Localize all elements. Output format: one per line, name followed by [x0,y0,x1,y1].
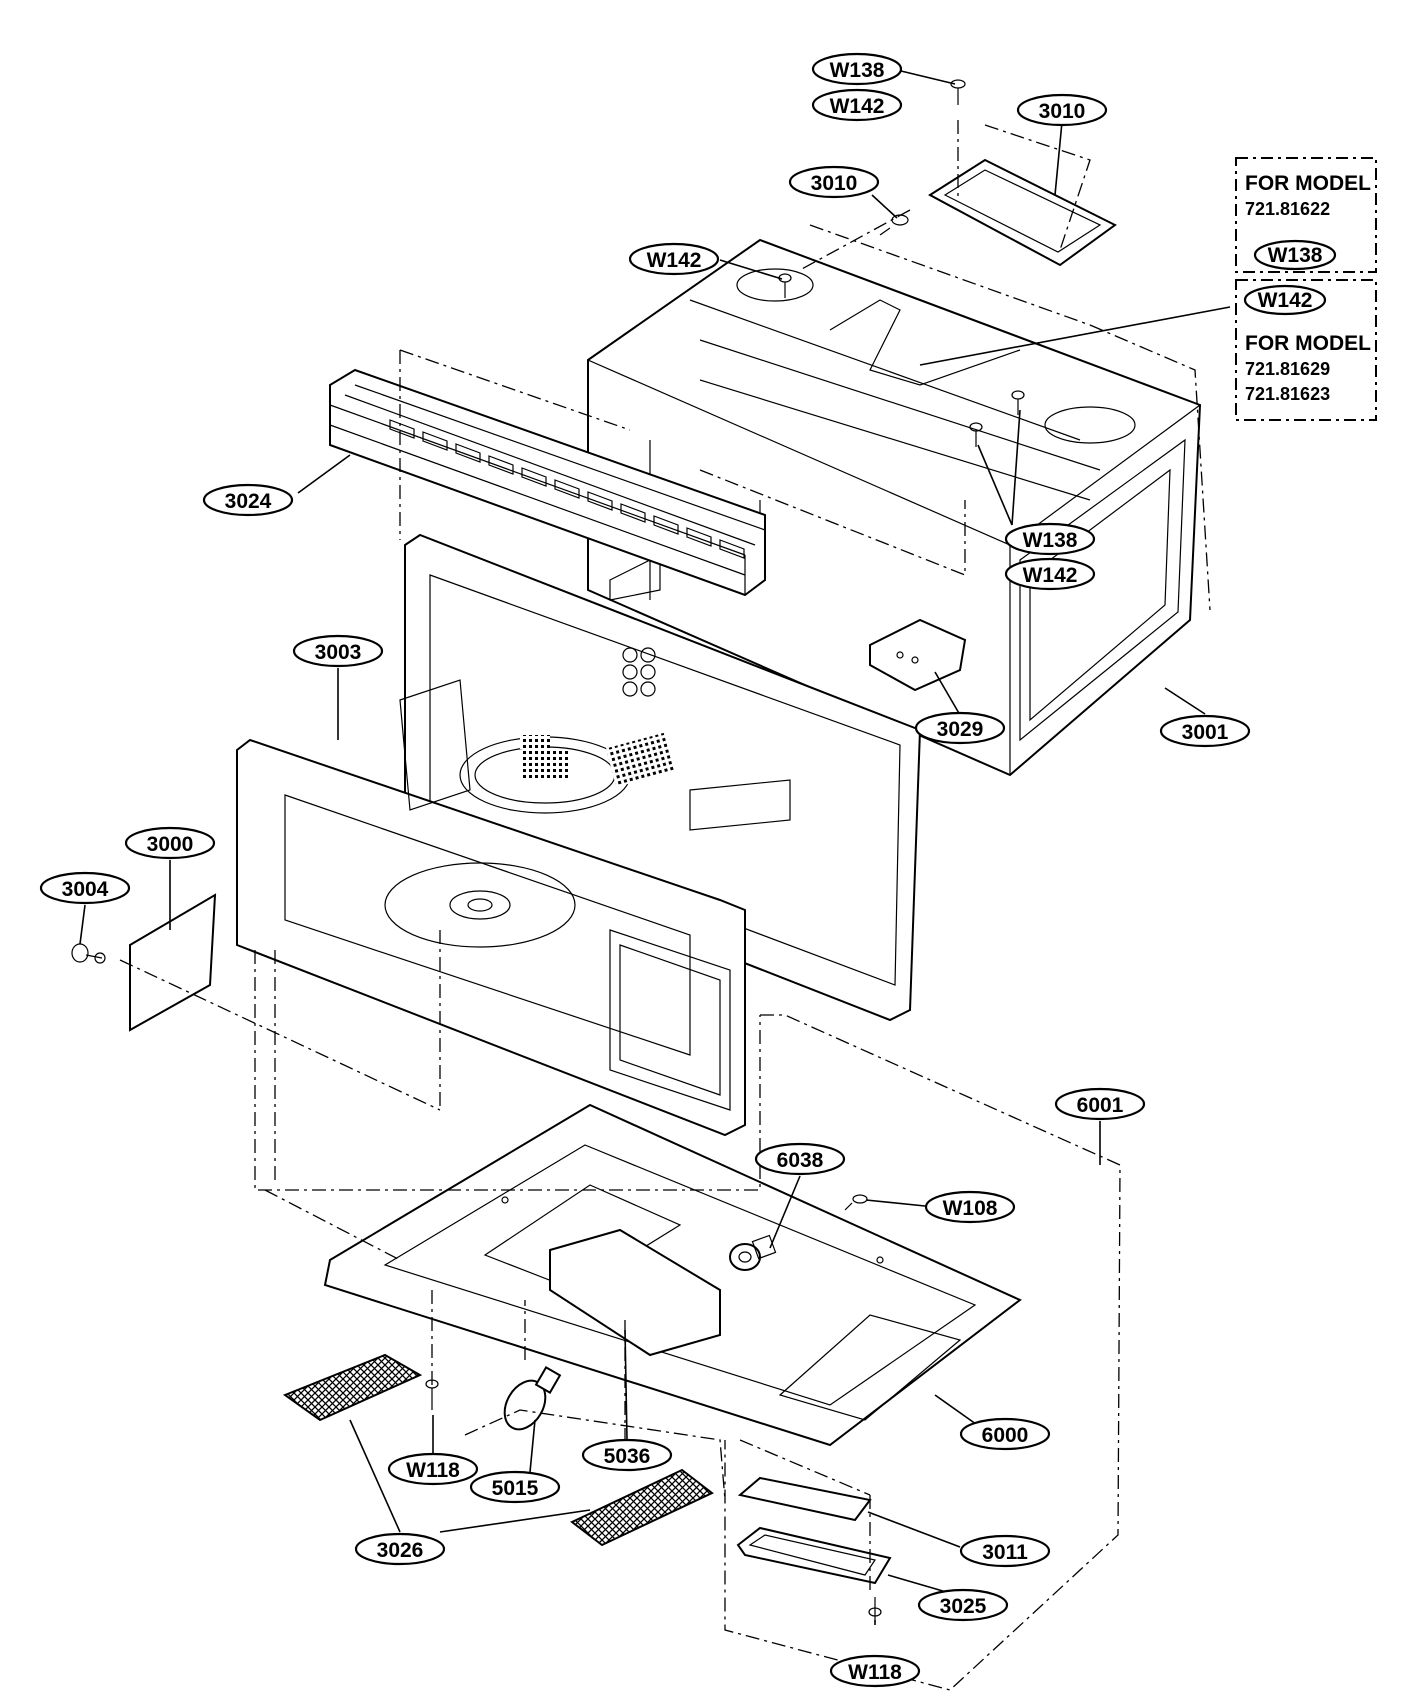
callout-text: 3003 [315,641,362,664]
callout-text: W142 [647,249,702,272]
screw-w138-top [950,79,966,105]
callout-w118-left[interactable]: W118 [387,1452,479,1486]
callout-w142-mid[interactable]: W142 [628,242,720,276]
callout-labels: W138 W142 3010 3010 W142 3024 W138 W142 [39,52,1251,1688]
callout-text: W138 [1023,529,1078,552]
callout-3010-a[interactable]: 3010 [1016,93,1108,127]
control-buttons-cluster [622,647,656,697]
callout-6000[interactable]: 6000 [959,1417,1051,1451]
callout-text: 3010 [811,172,858,195]
callout-text: 3011 [982,1541,1028,1564]
callout-text: 3025 [940,1595,987,1618]
vent-grille-3024 [329,368,766,597]
callout-text: 3029 [937,718,984,741]
grille-slot [620,503,646,523]
note-part-callout[interactable]: W138 [1253,239,1337,271]
grease-filters-3026 [282,1353,714,1547]
callout-text: W138 [830,59,885,82]
callout-3025[interactable]: 3025 [917,1588,1009,1622]
note-title: FOR MODEL [1245,332,1371,355]
grille-slot [686,527,712,547]
callout-text: W142 [1023,564,1078,587]
callout-text: W108 [943,1197,998,1220]
screw-w138-right [1011,390,1025,415]
callout-3004[interactable]: 3004 [39,871,131,905]
grille-slot [422,431,448,451]
grille-slot [719,539,745,559]
grille-slot [653,515,679,535]
screw-w138-right-b [969,422,983,447]
cover-panel-3000 [129,893,217,1032]
callout-text: 5015 [492,1477,539,1500]
lamp-lens-3011 [737,1476,872,1522]
model-note-b: W142 FOR MODEL 721.81629 721.81623 [1235,279,1377,421]
callout-5015[interactable]: 5015 [469,1470,561,1504]
grille-slot [521,467,547,487]
note-model: 721.81622 [1245,199,1330,219]
callout-text: 3010 [1039,100,1086,123]
callout-text: W142 [830,95,885,118]
callout-6038[interactable]: 6038 [754,1142,846,1176]
callout-3003[interactable]: 3003 [292,634,384,668]
callout-3029[interactable]: 3029 [914,711,1006,745]
callout-w118-bottom[interactable]: W118 [829,1654,921,1688]
callout-text: 6001 [1077,1094,1124,1117]
callout-w138-top[interactable]: W138 [811,52,903,86]
callout-6001[interactable]: 6001 [1054,1087,1146,1121]
callout-3001[interactable]: 3001 [1159,714,1251,748]
assembly-dash-lines [119,120,1211,1691]
lamp-bulb-5015 [503,1365,562,1431]
callout-text: 3024 [225,490,272,513]
screw-w108 [844,1194,868,1211]
callout-3024[interactable]: 3024 [202,483,294,517]
callout-text: W142 [1258,289,1313,312]
grille-slot [488,455,514,475]
grille-slot [554,479,580,499]
callout-text: 6038 [777,1149,824,1172]
callout-w142-right[interactable]: W142 [1004,557,1096,591]
lamp-cover-3025 [736,1526,892,1585]
callout-text: 3004 [62,878,109,901]
callout-text: 3026 [377,1539,424,1562]
callout-3011[interactable]: 3011 [959,1534,1051,1568]
thermostat-6038 [729,1234,777,1271]
oven-cavity-3003 [236,533,922,1137]
note-model: 721.81623 [1245,384,1330,404]
screw-3004 [71,943,106,964]
mounting-bracket-3029 [869,618,967,692]
callout-text: 6000 [982,1424,1029,1447]
callout-text: W118 [848,1661,902,1684]
grille-slot [455,443,481,463]
callout-w142-top[interactable]: W142 [811,88,903,122]
screw-w118-bottom [868,1597,882,1622]
callout-3010-b[interactable]: 3010 [788,165,880,199]
callout-3000[interactable]: 3000 [124,826,216,860]
callout-text: W118 [406,1459,460,1482]
callout-5036[interactable]: 5036 [581,1438,673,1472]
top-plate-3010 [928,158,1117,267]
callout-text: 5036 [604,1445,651,1468]
callout-text: W138 [1268,244,1323,267]
callout-3026[interactable]: 3026 [354,1532,446,1566]
grille-slot [389,419,415,439]
model-note-a: FOR MODEL 721.81622 W138 [1235,157,1377,273]
callout-text: 3001 [1182,721,1229,744]
note-part-callout[interactable]: W142 [1243,284,1327,316]
callout-w108[interactable]: W108 [924,1190,1016,1224]
grille-slot [587,491,613,511]
leader-lines [79,70,1231,1625]
screw-3010 [879,214,909,236]
note-title: FOR MODEL [1245,172,1371,195]
note-model: 721.81629 [1245,359,1330,379]
base-plate-6000 [323,1103,1022,1447]
callout-w138-right[interactable]: W138 [1004,522,1096,556]
callout-text: 3000 [147,833,194,856]
